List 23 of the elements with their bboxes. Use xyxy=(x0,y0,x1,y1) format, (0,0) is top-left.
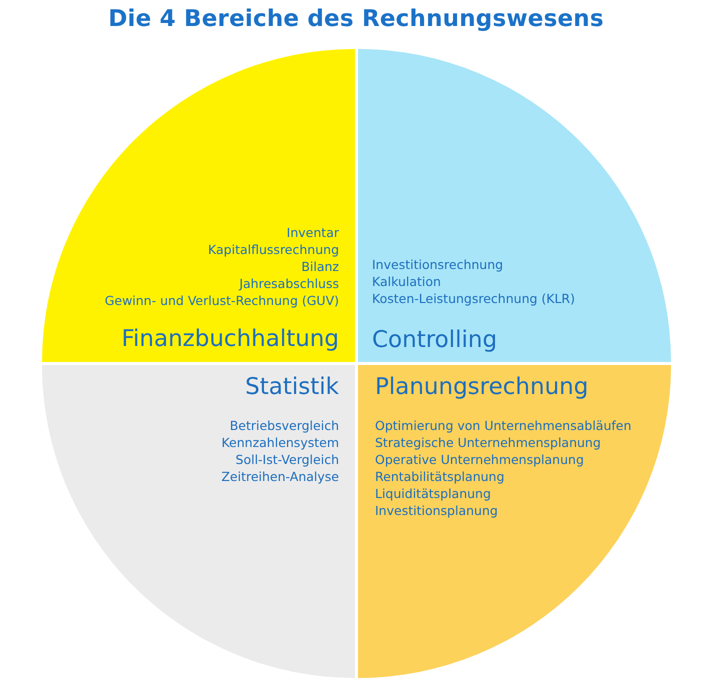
topic-text: Soll-Ist-Vergleich xyxy=(236,451,339,468)
topic-text: Bilanz xyxy=(301,258,339,275)
topic-text: Kapitalflussrechnung xyxy=(208,241,339,258)
topic-text: Investitionsplanung xyxy=(375,502,498,519)
diagram-title: Die 4 Bereiche des Rechnungswesens xyxy=(108,6,604,32)
area-heading: Controlling xyxy=(372,326,498,354)
topic-text: Gewinn- und Verlust-Rechnung (GUV) xyxy=(104,292,339,309)
topic-text: Inventar xyxy=(286,224,339,241)
topic-text: Optimierung von Unternehmensabläufen xyxy=(375,417,632,434)
topic-text: Rentabilitätsplanung xyxy=(375,468,504,485)
topic-text: Investitionsrechnung xyxy=(372,256,504,273)
topic-text: Kalkulation xyxy=(372,273,441,290)
area-heading: Planungsrechnung xyxy=(375,373,588,401)
topic-text: Strategische Unternehmensplanung xyxy=(375,434,601,451)
topic-text: Betriebsvergleich xyxy=(230,417,339,434)
topic-text: Kosten-Leistungsrechnung (KLR) xyxy=(372,290,575,307)
topic-text: Kennzahlensystem xyxy=(221,434,339,451)
topic-text: Zeitreihen-Analyse xyxy=(221,468,339,485)
topic-text: Jahresabschluss xyxy=(239,275,339,292)
topic-text: Liquiditätsplanung xyxy=(375,485,491,502)
topic-text: Operative Unternehmensplanung xyxy=(375,451,584,468)
area-heading: Finanzbuchhaltung xyxy=(121,325,339,353)
area-heading: Statistik xyxy=(245,373,339,401)
